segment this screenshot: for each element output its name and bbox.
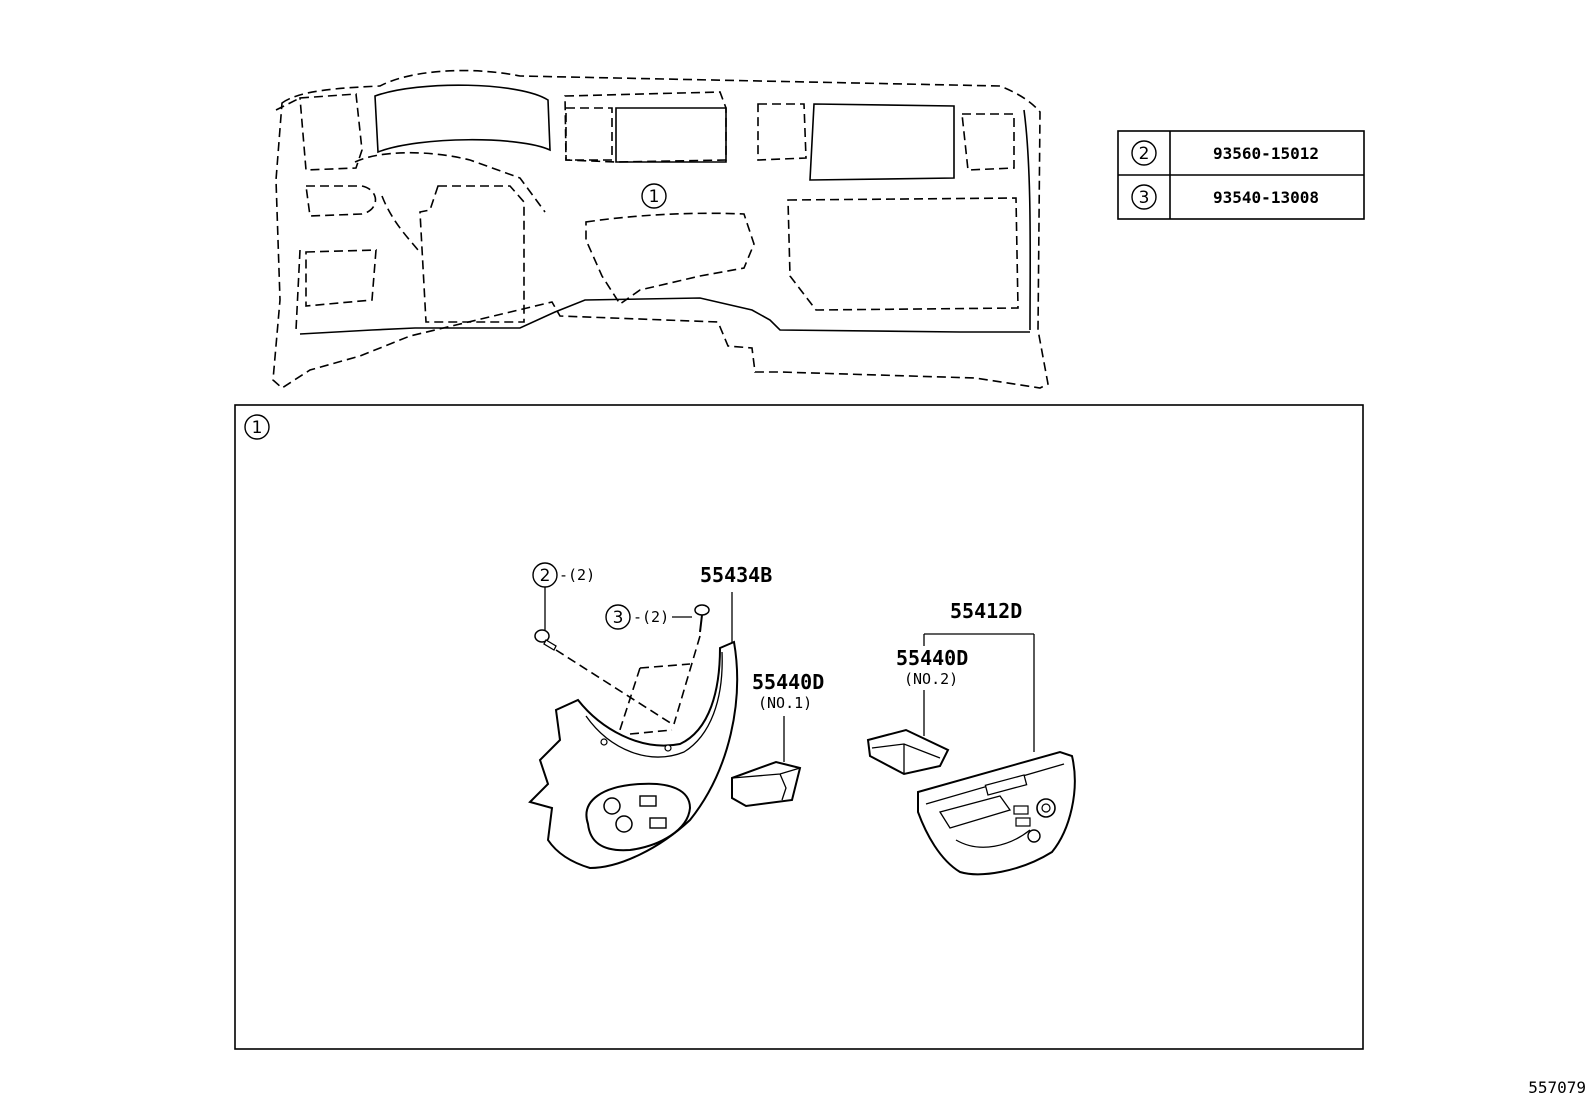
dashboard-overview: 1 [272, 69, 1049, 390]
legend-part-number: 93560-15012 [1213, 144, 1319, 163]
screw-ref: 2 [540, 566, 551, 586]
panel-right-label: 55412D [950, 599, 1022, 623]
bolt-ref: 3 [613, 608, 624, 628]
detail-ref: 1 [252, 418, 263, 438]
legend-part-number: 93540-13008 [1213, 188, 1319, 207]
detail-frame: 1 [234, 404, 1364, 1050]
box-no1-label: 55440D [752, 670, 824, 694]
lower-center-panel-assembly: 2 -(2) 3 -(2) 55434B [528, 562, 772, 870]
dashboard-callout-circle [641, 183, 667, 209]
panel-left-label: 55434B [700, 563, 772, 587]
box-no1-sub: (NO.1) [758, 694, 812, 712]
legend-row: 2 93560-15012 [1131, 140, 1319, 166]
diagram-id: 557079 [1528, 1078, 1586, 1097]
legend-ref: 3 [1139, 188, 1150, 208]
bolt-icon [694, 604, 710, 633]
screw-icon [534, 629, 557, 651]
box-no2-sub: (NO.2) [904, 670, 958, 688]
box-no1-assembly: 55440D (NO.1) [731, 670, 824, 808]
detail-ref-circle [244, 414, 270, 440]
screw-qty: -(2) [559, 566, 595, 584]
dashboard-callout-ref: 1 [649, 187, 660, 207]
bolt-qty: -(2) [633, 608, 669, 626]
bolt-callout-circle [605, 604, 631, 630]
legend-ref: 2 [1139, 144, 1150, 164]
legend-row: 3 93540-13008 [1131, 184, 1319, 210]
center-cluster-panel-assembly: 55412D 55440D (NO.2) [866, 599, 1076, 876]
part-legend-table: 2 93560-15012 3 93540-13008 [1117, 130, 1365, 220]
box-no2-label: 55440D [896, 646, 968, 670]
